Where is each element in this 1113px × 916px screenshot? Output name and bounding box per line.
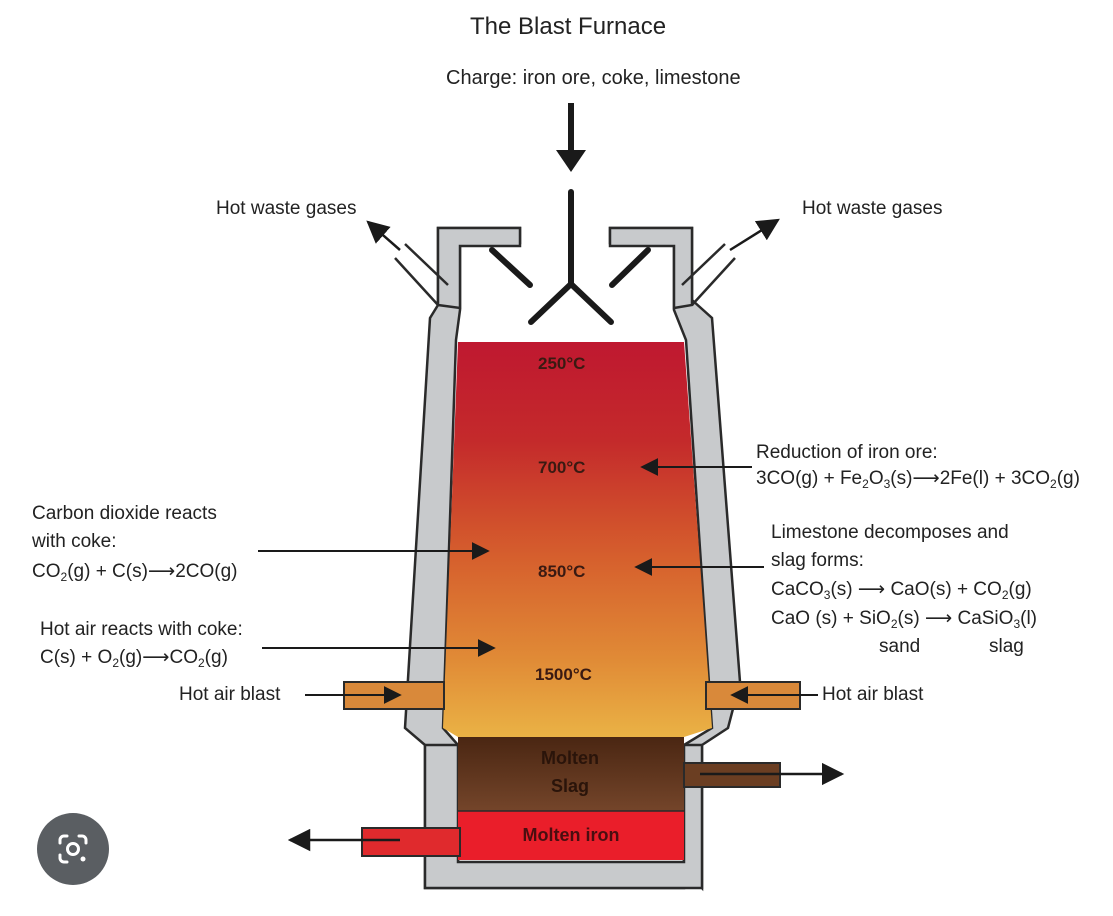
sand-label: sand bbox=[879, 636, 921, 657]
limestone-equation1: CaCO3(s) ⟶ CaO(s) + CO2(g) bbox=[771, 579, 1032, 602]
charge-label: Charge: iron ore, coke, limestone bbox=[446, 67, 741, 89]
iron-tap-pipe bbox=[361, 827, 461, 857]
charge-arrow bbox=[556, 150, 586, 172]
waste-gas-left-label: Hot waste gases bbox=[216, 198, 357, 219]
temp-850: 850°C bbox=[538, 562, 586, 581]
reduction-heading: Reduction of iron ore: bbox=[756, 442, 938, 463]
molten-iron-label: Molten iron bbox=[522, 825, 620, 845]
temp-700: 700°C bbox=[538, 458, 586, 477]
waste-gas-right-arrow bbox=[729, 218, 780, 252]
temp-1500: 1500°C bbox=[535, 665, 592, 684]
hot-zone bbox=[443, 342, 712, 737]
hopper-right bbox=[608, 226, 694, 310]
slag-line2: Slag bbox=[550, 776, 589, 796]
molten-slag-label: Molten Slag bbox=[510, 744, 630, 800]
limestone-line1: Limestone decomposes and bbox=[771, 522, 1009, 543]
slag-line1: Molten bbox=[541, 748, 599, 768]
hot-air-coke-equation: C(s) + O2(g)⟶CO2(g) bbox=[40, 647, 228, 670]
google-lens-icon[interactable] bbox=[37, 813, 109, 885]
reduction-equation: 3CO(g) + Fe2O3(s)⟶2Fe(l) + 3CO2(g) bbox=[756, 468, 1080, 491]
hot-air-coke-line1: Hot air reacts with coke: bbox=[40, 619, 243, 640]
waste-gas-right-label: Hot waste gases bbox=[802, 198, 943, 219]
temp-250: 250°C bbox=[538, 354, 586, 373]
co2-coke-line2: with coke: bbox=[32, 531, 117, 552]
diagram-title: The Blast Furnace bbox=[470, 13, 667, 40]
air-blast-right-label: Hot air blast bbox=[822, 684, 924, 705]
co2-coke-line1: Carbon dioxide reacts bbox=[32, 503, 217, 524]
lens-glyph bbox=[58, 834, 88, 864]
co2-coke-equation: CO2(g) + C(s)⟶2CO(g) bbox=[32, 561, 238, 584]
slag-label: slag bbox=[989, 636, 1024, 657]
limestone-equation2: CaO (s) + SiO2(s) ⟶ CaSiO3(l) bbox=[771, 608, 1038, 631]
air-blast-left-label: Hot air blast bbox=[179, 684, 281, 705]
waste-gas-left-arrow bbox=[366, 220, 401, 251]
limestone-line2: slag forms: bbox=[771, 550, 864, 571]
